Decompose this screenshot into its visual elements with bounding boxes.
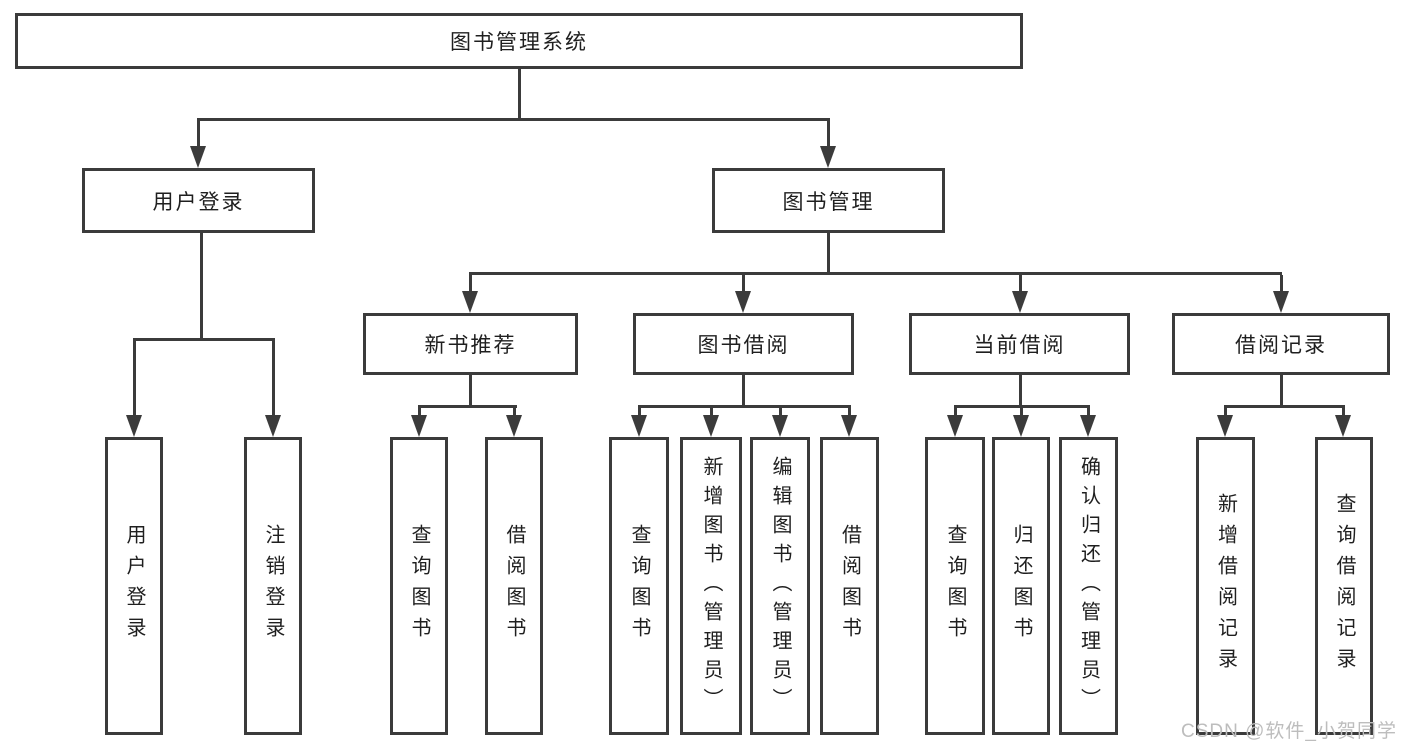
connector-level2-branch [197,118,830,121]
arrowhead-leaf [1080,415,1096,437]
connector-drop-leaf-logout [272,341,275,416]
leaf-edit-books-admin: 编辑图书（管理员） [750,437,810,735]
arrowhead-leaf [506,415,522,437]
arrowhead-borrowing [735,291,751,313]
node-label: 新书推荐 [424,334,517,357]
node-label: 借阅图书 [838,524,861,648]
arrowhead-leaf [703,415,719,437]
node-label: 图书管理系统 [450,31,588,54]
connector-drop [710,408,713,416]
leaf-confirm-return-admin: 确认归还（管理员） [1059,437,1118,735]
leaf-return-books: 归还图书 [992,437,1050,735]
node-label: 新增借阅记录 [1214,493,1237,679]
arrowhead-leaf [631,415,647,437]
connector-drop [779,408,782,416]
connector-current-branch [954,405,1090,408]
node-label: 借阅图书 [503,524,525,648]
connector-drop-records [1280,275,1283,292]
connector-recommend-stem [469,375,472,408]
leaf-search-books-current: 查询图书 [925,437,985,735]
connector-borrowing-branch [638,405,851,408]
connector-login-stem [200,233,203,341]
connector-drop-recommend [469,275,472,292]
leaf-add-borrow-record: 新增借阅记录 [1196,437,1255,735]
leaf-search-borrow-record: 查询借阅记录 [1315,437,1373,735]
node-label: 查询借阅记录 [1333,493,1355,679]
connector-drop-borrowing [742,275,745,292]
node-new-book-recommend: 新书推荐 [363,313,578,375]
node-user-login: 用户登录 [82,168,315,233]
connector-recommend-branch [418,405,517,408]
connector-login-branch [133,338,275,341]
arrowhead-book-management [820,146,836,168]
connector-drop [418,408,421,416]
arrowhead-leaf [947,415,963,437]
connector-drop [954,408,957,416]
node-current-borrowing: 当前借阅 [909,313,1130,375]
node-label: 查询图书 [408,524,430,648]
connector-drop [1224,408,1227,416]
arrowhead-current [1012,291,1028,313]
node-label: 借阅记录 [1235,334,1327,357]
connector-drop-book-management [827,121,830,147]
node-label: 新增图书（管理员） [700,455,722,717]
connector-borrowing-stem [742,375,745,408]
node-label: 归还图书 [1010,524,1032,648]
connector-drop-user-login [197,121,200,147]
node-label: 图书借阅 [697,334,790,357]
node-label: 当前借阅 [973,334,1066,357]
leaf-borrow-books: 借阅图书 [820,437,879,735]
arrowhead-leaf [411,415,427,437]
leaf-borrow-books-recommend: 借阅图书 [485,437,543,735]
connector-drop [1087,408,1090,416]
csdn-watermark: CSDN @软件_小贺同学 [1181,721,1397,742]
connector-drop [638,408,641,416]
arrowhead-recommend [462,291,478,313]
node-label: 图书管理 [782,190,875,214]
arrowhead-leaf-logout [265,415,281,437]
arrowhead-leaf [1013,415,1029,437]
node-label: 注销登录 [262,524,284,648]
node-label: 编辑图书（管理员） [769,455,791,717]
connector-level3-branch [469,272,1282,275]
arrowhead-records [1273,291,1289,313]
connector-records-stem [1280,375,1283,408]
arrowhead-leaf [1217,415,1233,437]
arrowhead-leaf [841,415,857,437]
node-book-borrowing: 图书借阅 [633,313,854,375]
arrowhead-user-login [190,146,206,168]
node-root-library-system: 图书管理系统 [15,13,1023,69]
connector-drop [513,408,516,416]
connector-drop [1342,408,1345,416]
node-label: 查询图书 [944,524,966,648]
connector-records-branch [1224,405,1345,408]
node-book-management: 图书管理 [712,168,945,233]
leaf-search-books-recommend: 查询图书 [390,437,448,735]
arrowhead-leaf [772,415,788,437]
node-label: 查询图书 [628,524,650,648]
leaf-search-books-borrowing: 查询图书 [609,437,669,735]
connector-current-stem [1019,375,1022,408]
node-label: 用户登录 [152,190,245,214]
arrowhead-leaf [1335,415,1351,437]
leaf-logout: 注销登录 [244,437,302,735]
node-borrowing-records: 借阅记录 [1172,313,1390,375]
node-label: 用户登录 [123,524,145,648]
connector-mgmt-stem [827,233,830,275]
leaf-add-books-admin: 新增图书（管理员） [680,437,742,735]
arrowhead-leaf-login [126,415,142,437]
connector-drop [1020,408,1023,416]
connector-root-stem [518,69,521,121]
connector-drop [848,408,851,416]
connector-drop-current [1019,275,1022,292]
node-label: 确认归还（管理员） [1077,455,1100,717]
leaf-user-login: 用户登录 [105,437,163,735]
connector-drop-leaf-login [133,341,136,416]
